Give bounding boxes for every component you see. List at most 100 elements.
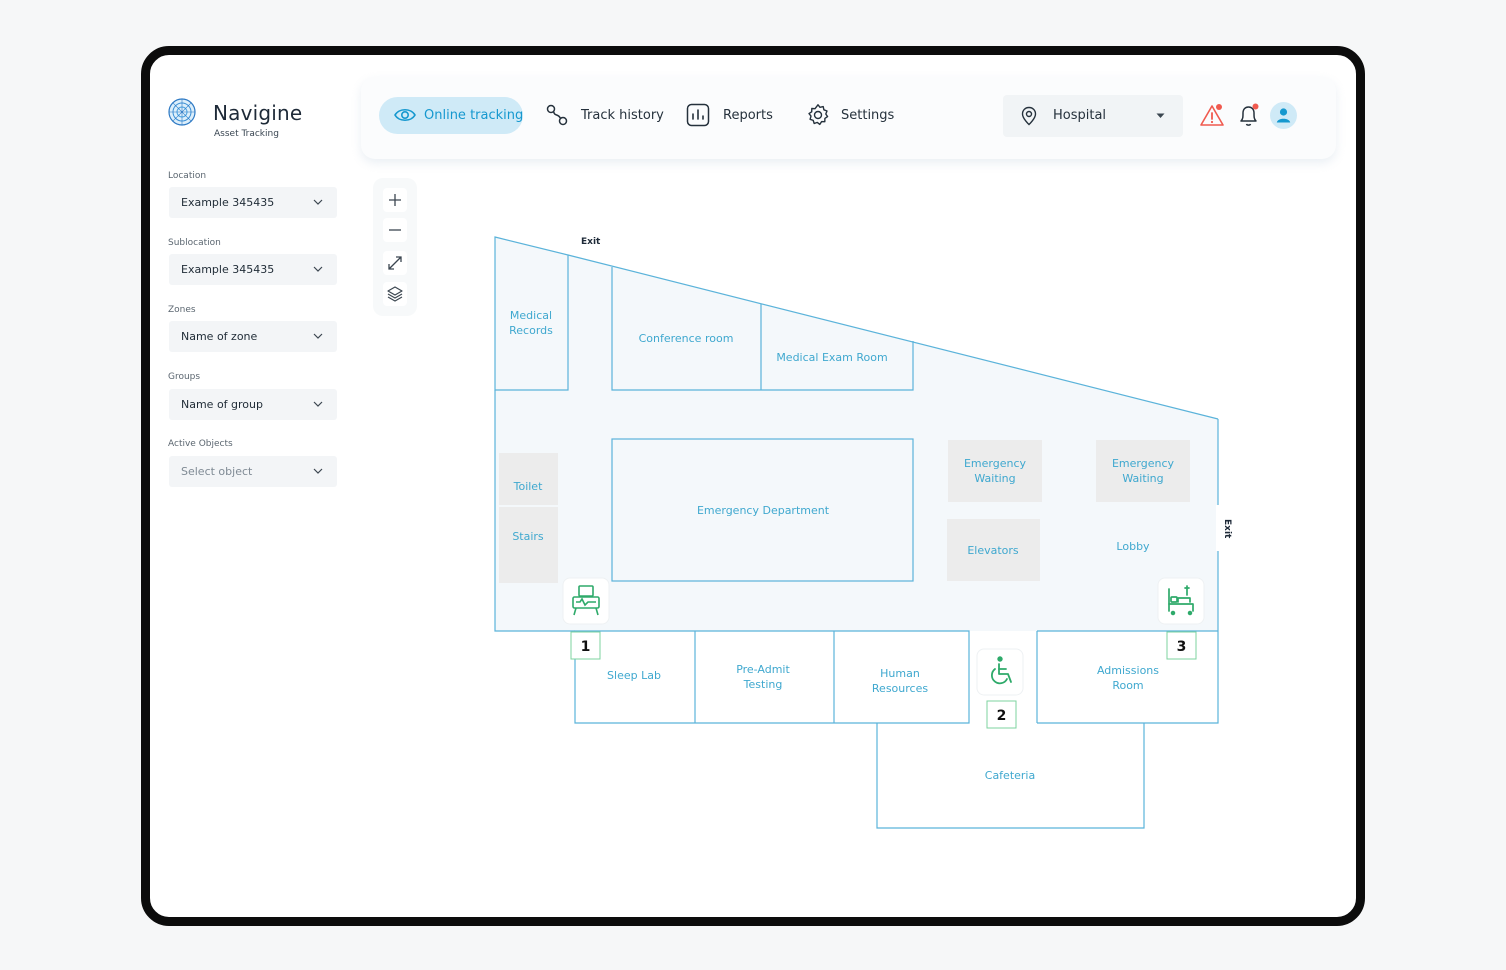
pre-admit-testing-label-line1: Pre-Admit (736, 663, 790, 676)
groups-value: Name of group (181, 398, 263, 411)
caret-down-icon (1156, 113, 1165, 118)
zones-label: Zones (168, 305, 196, 315)
human-resources-label-line1: Human (880, 667, 920, 680)
alert-triangle-icon[interactable] (1199, 103, 1225, 129)
avatar[interactable] (1270, 102, 1297, 129)
location-value: Example 345435 (181, 196, 275, 209)
hospital-bed-icon (1168, 585, 1194, 616)
pre-admit-testing-label-line2: Testing (743, 678, 783, 691)
sleep-lab-label: Sleep Lab (607, 669, 661, 682)
top-navigation: Online tracking Track history Reports Se… (361, 77, 1336, 159)
emergency-waiting-2-label-line1: Emergency (1112, 457, 1175, 470)
stairs-zone[interactable] (499, 507, 558, 583)
tab-online-tracking-label: Online tracking (424, 108, 524, 123)
zoom-in-button[interactable] (383, 188, 407, 212)
chevron-down-icon (313, 199, 323, 205)
eye-icon (394, 108, 416, 122)
emergency-waiting-zone-2[interactable] (1096, 440, 1190, 502)
floor-area (495, 237, 1218, 631)
marker-1-number: 1 (581, 639, 591, 655)
exit-doorway (1216, 505, 1232, 551)
tab-online-tracking[interactable]: Online tracking (379, 97, 523, 134)
venue-select[interactable]: Hospital (1003, 95, 1183, 137)
chevron-down-icon (313, 333, 323, 339)
marker-3-card (1157, 577, 1205, 625)
marker-3-number: 3 (1177, 639, 1187, 655)
map-controls (373, 178, 417, 316)
exit-label-top: Exit (581, 237, 601, 247)
asset-marker-2[interactable]: 2 (976, 648, 1024, 729)
tab-track-history-label: Track history (581, 108, 664, 123)
asset-marker-1[interactable]: 1 (562, 577, 610, 660)
route-icon (546, 104, 568, 126)
plus-icon (389, 194, 401, 206)
emergency-department-label: Emergency Department (697, 504, 830, 517)
user-icon (1276, 108, 1291, 123)
lobby-label: Lobby (1116, 540, 1150, 553)
app-screen: Navigine Asset Tracking Location Example… (150, 55, 1356, 917)
bell-icon[interactable] (1236, 102, 1262, 129)
elevators-zone[interactable] (947, 519, 1040, 581)
wheelchair-icon (991, 656, 1012, 685)
zones-value: Name of zone (181, 330, 258, 343)
sublocation-value: Example 345435 (181, 263, 275, 276)
emergency-waiting-1-label-line1: Emergency (964, 457, 1027, 470)
toilet-zone[interactable] (499, 453, 558, 505)
conference-room-label: Conference room (639, 332, 734, 345)
zoom-out-button[interactable] (383, 218, 407, 242)
gear-icon (808, 104, 829, 126)
tab-reports[interactable]: Reports (686, 97, 776, 134)
medical-exam-room-label: Medical Exam Room (776, 351, 887, 364)
tablet-frame: Navigine Asset Tracking Location Example… (141, 46, 1365, 926)
groups-label: Groups (168, 372, 201, 382)
layers-icon (387, 286, 403, 302)
medical-device-icon (572, 585, 600, 616)
venue-value: Hospital (1053, 108, 1107, 123)
marker-2-number: 2 (997, 708, 1007, 724)
chevron-down-icon (313, 468, 323, 474)
navigine-logo-icon (168, 98, 196, 126)
medical-records-label-line2: Records (509, 324, 553, 337)
toilet-label: Toilet (513, 480, 543, 493)
zones-select[interactable]: Name of zone (169, 321, 337, 352)
active-objects-placeholder: Select object (181, 465, 253, 478)
marker-2-badge (986, 700, 1017, 729)
stairs-label: Stairs (512, 530, 544, 543)
brand-subtitle: Asset Tracking (214, 129, 279, 139)
brand-name: Navigine (213, 101, 303, 125)
admissions-room-label-line1: Admissions (1097, 664, 1159, 677)
emergency-waiting-1-label-line2: Waiting (974, 472, 1015, 485)
asset-marker-3[interactable]: 3 (1157, 577, 1205, 660)
tab-track-history[interactable]: Track history (545, 97, 664, 134)
layers-button[interactable] (383, 282, 407, 306)
active-objects-label: Active Objects (168, 439, 233, 449)
tab-reports-label: Reports (723, 108, 773, 123)
walls (494, 236, 1219, 829)
elevators-label: Elevators (967, 544, 1019, 557)
admissions-room-label-line2: Room (1112, 679, 1143, 692)
marker-2-card (976, 648, 1024, 696)
fullscreen-button[interactable] (383, 251, 407, 275)
floor-plan-map[interactable]: Exit Exit Medical Records Conference roo… (150, 55, 1356, 917)
marker-3-badge (1166, 631, 1197, 660)
human-resources-label-line2: Resources (872, 682, 928, 695)
chevron-down-icon (313, 266, 323, 272)
groups-select[interactable]: Name of group (169, 389, 337, 420)
minus-icon (389, 229, 401, 231)
location-select[interactable]: Example 345435 (169, 187, 337, 218)
emergency-waiting-2-label-line2: Waiting (1122, 472, 1163, 485)
active-objects-select[interactable]: Select object (169, 456, 337, 487)
sublocation-select[interactable]: Example 345435 (169, 254, 337, 285)
tab-settings-label: Settings (841, 108, 895, 123)
bar-chart-icon (686, 103, 710, 127)
sublocation-label: Sublocation (168, 238, 221, 248)
marker-1-badge (570, 631, 601, 660)
exit-label-right: Exit (1222, 519, 1232, 539)
medical-records-label-line1: Medical (510, 309, 552, 322)
chevron-down-icon (313, 401, 323, 407)
location-label: Location (168, 171, 207, 181)
expand-icon (388, 256, 402, 270)
map-pin-icon (1021, 106, 1037, 126)
tab-settings[interactable]: Settings (806, 97, 901, 134)
emergency-waiting-zone-1[interactable] (948, 440, 1042, 502)
